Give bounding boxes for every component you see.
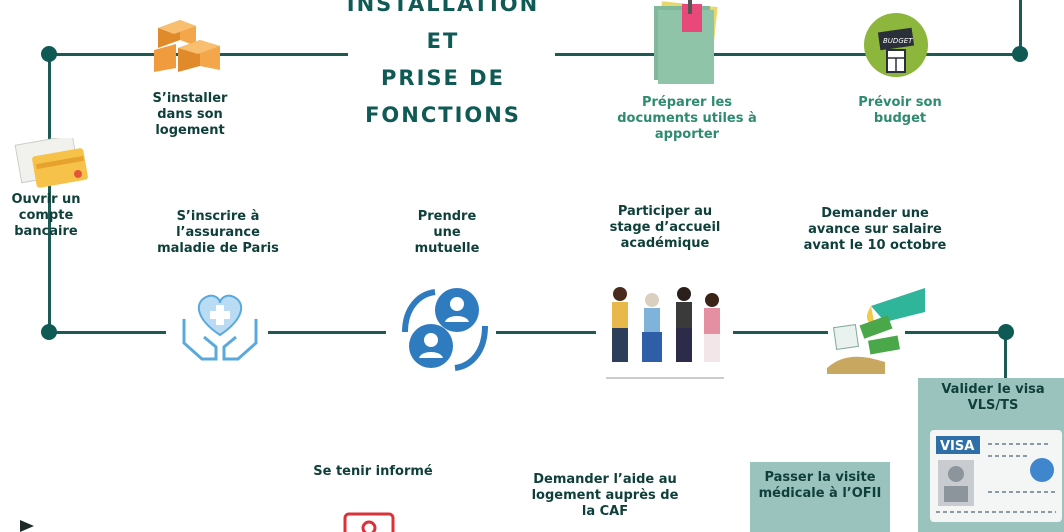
label-assurance: S’inscrire à l’assurance maladie de Pari…	[157, 209, 279, 256]
dot-middle-right	[998, 324, 1014, 340]
label-documents: Préparer les documents utiles à apporter	[617, 95, 757, 142]
credit-card-icon	[14, 138, 88, 188]
budget-icon-text: BUDGET	[883, 37, 913, 45]
visa-step-card: Valider le visa VLS/TS VISA	[918, 378, 1064, 532]
connector-middle-2	[268, 331, 386, 334]
connector-right-up	[1019, 0, 1022, 56]
money-hand-icon	[827, 288, 925, 374]
connector-right-down	[1004, 331, 1007, 391]
dot-top-left	[41, 46, 57, 62]
boxes-icon	[154, 20, 220, 72]
documents-icon	[654, 0, 718, 84]
connector-middle-1	[48, 331, 166, 334]
connector-middle-3	[496, 331, 596, 334]
dot-middle-left	[41, 324, 57, 340]
label-compte: Ouvrir un compte bancaire	[11, 192, 81, 239]
visa-card-text: VISA	[940, 439, 974, 454]
ofii-step-card: Passer la visite médicale à l’OFII	[750, 462, 890, 532]
label-stage: Participer au stage d’accueil académique	[609, 204, 721, 251]
label-ofii: Passer la visite médicale à l’OFII	[758, 470, 882, 501]
notification-icon	[343, 512, 395, 532]
connector-middle-4	[733, 331, 828, 334]
label-mutuelle: Prendre une mutuelle	[414, 209, 480, 256]
health-hands-icon	[182, 294, 258, 361]
group-meeting-illustration	[606, 287, 724, 379]
title-line-4: FONCTIONS	[365, 103, 521, 127]
label-avance: Demander une avance sur salaire avant le…	[803, 206, 947, 253]
connector-middle-5	[905, 331, 1005, 334]
label-budget: Prévoir son budget	[858, 95, 942, 126]
connector-left-vertical	[48, 53, 51, 333]
title-line-3: PRISE DE	[381, 66, 505, 90]
budget-icon: BUDGET	[864, 13, 928, 77]
connector-top-right	[555, 53, 1021, 56]
visa-card-icon: VISA	[930, 430, 1062, 522]
title-line-1: INSTALLATION	[346, 0, 540, 16]
label-installer: S’installer dans son logement	[152, 91, 228, 138]
people-exchange-icon	[402, 288, 488, 371]
page-title: INSTALLATION ET PRISE DE FONCTIONS	[318, 0, 568, 132]
dot-top-right	[1012, 46, 1028, 62]
title-line-2: ET	[426, 29, 460, 53]
label-caf: Demander l’aide au logement auprès de la…	[531, 472, 679, 519]
label-visa: Valider le visa VLS/TS	[941, 382, 1045, 413]
label-informe: Se tenir informé	[313, 464, 433, 479]
arrow-icon	[20, 520, 34, 532]
